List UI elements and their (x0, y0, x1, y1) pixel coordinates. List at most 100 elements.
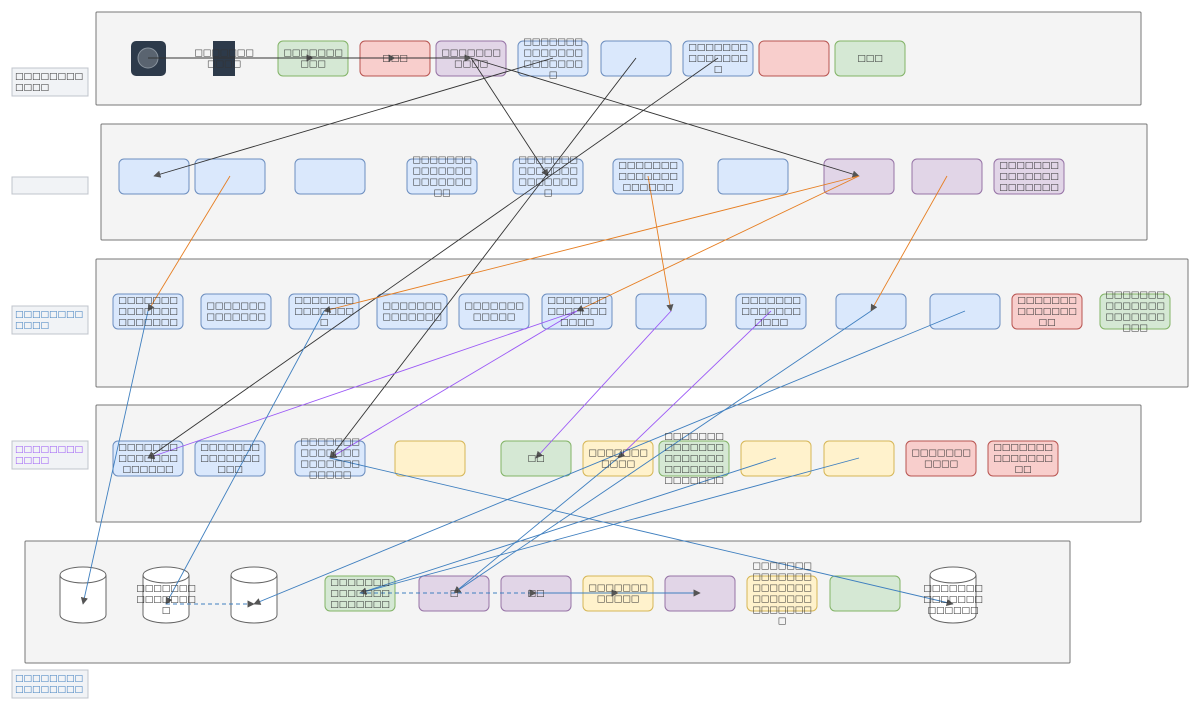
process-box[interactable] (929, 293, 1001, 330)
node-r1-8[interactable] (758, 40, 830, 77)
node-r3-10[interactable] (1011, 293, 1083, 330)
node-label: □□□□□□□□□□□ (441, 49, 501, 70)
node-r2-9[interactable] (993, 158, 1065, 195)
node-r3-3[interactable] (376, 293, 448, 330)
process-box[interactable] (376, 293, 448, 330)
database-icon (929, 575, 977, 624)
edge-arrow (147, 57, 719, 459)
node-label: □□ (527, 589, 544, 599)
node-label: □□□□□□□□□□□□□□□□ (1017, 296, 1077, 328)
node-r1-1[interactable] (213, 41, 235, 76)
lane-label: □□□□□□□□□□□□ (15, 445, 83, 466)
node-r3-11[interactable] (1099, 293, 1171, 330)
edge-arrow (870, 175, 948, 312)
node-label: □ (450, 589, 459, 599)
process-box[interactable] (200, 293, 272, 330)
process-box[interactable] (406, 158, 478, 195)
node-r3-1[interactable] (200, 293, 272, 330)
node-r4-8[interactable] (823, 440, 895, 477)
process-box[interactable] (118, 158, 190, 195)
node-r2-6[interactable] (717, 158, 789, 195)
node-r1-5[interactable] (517, 40, 589, 77)
database-top (59, 566, 107, 584)
node-r2-3[interactable] (406, 158, 478, 195)
process-box[interactable] (194, 440, 266, 477)
node-r2-0[interactable] (118, 158, 190, 195)
node-r5-6[interactable] (582, 575, 654, 612)
edge-arrow (617, 310, 772, 459)
process-box[interactable] (746, 575, 818, 612)
node-r5-4[interactable] (418, 575, 490, 612)
node-label: □□□□□□□□□□□□□□□□□□□□ (923, 584, 983, 616)
node-r2-2[interactable] (294, 158, 366, 195)
node-r4-6[interactable] (658, 440, 730, 477)
lane-label-box (11, 440, 89, 470)
process-box[interactable] (1011, 293, 1083, 330)
lane-label: □□□□□□□□□□□□ (15, 310, 83, 331)
process-box[interactable] (834, 40, 906, 77)
process-box[interactable] (740, 440, 812, 477)
lane-label: □□□□□□□□□□□□□□□□ (15, 674, 83, 695)
node-label: □□□□□□□□□□□ (911, 449, 971, 470)
node-r5-8[interactable] (746, 575, 818, 612)
node-label: □□□□□□□□□□□□□□ (206, 302, 266, 323)
process-box[interactable] (664, 575, 736, 612)
node-r5-0[interactable] (59, 566, 107, 624)
node-r4-3[interactable] (394, 440, 466, 477)
node-label: □□□□□□□□□□□□□□□□□□□□□ (330, 578, 390, 610)
edge-arrow (329, 457, 954, 607)
node-r3-9[interactable] (929, 293, 1001, 330)
edge-arrow (470, 57, 549, 177)
database-top (142, 566, 190, 584)
process-box[interactable] (277, 40, 349, 77)
node-r5-10[interactable] (929, 566, 977, 624)
node-r4-10[interactable] (987, 440, 1059, 477)
process-box[interactable] (905, 440, 977, 477)
node-r4-1[interactable] (194, 440, 266, 477)
process-box[interactable] (658, 440, 730, 477)
node-label: □□□□□□□□□□□□ (464, 302, 524, 323)
node-r1-0[interactable] (131, 41, 166, 76)
process-box[interactable] (758, 40, 830, 77)
node-r3-4[interactable] (458, 293, 530, 330)
process-box[interactable] (582, 575, 654, 612)
edge-arrow (329, 310, 578, 459)
edges (80, 54, 966, 608)
node-r4-7[interactable] (740, 440, 812, 477)
edge-arrow (323, 175, 860, 313)
process-box[interactable] (294, 158, 366, 195)
process-box[interactable] (517, 40, 589, 77)
fork-bar[interactable] (213, 41, 235, 76)
node-label: □□□□□□□□□□□□□□□□□□□□ (118, 443, 178, 475)
process-box[interactable] (458, 293, 530, 330)
node-labels: □□□□□□□□□□□□□□□□□□□□□□□□□□□□□□□□□□□□□□□□… (118, 38, 1165, 627)
process-box[interactable] (987, 440, 1059, 477)
node-label: □□□□□□□□□□ (283, 49, 343, 70)
node-label: □□□□□□□□□□□□□□□ (688, 43, 748, 75)
process-box[interactable] (829, 575, 901, 612)
process-box[interactable] (823, 440, 895, 477)
node-label: □□□□□□□□□□□ (194, 49, 254, 70)
node-r5-9[interactable] (829, 575, 901, 612)
node-label: □□□□□□□□□□□□□□□□□□□□□ (118, 296, 178, 328)
process-box[interactable] (418, 575, 490, 612)
node-r5-2[interactable] (230, 566, 278, 624)
edge-arrow (576, 175, 860, 312)
node-label: □□□□□□□□□□□□□□□ (294, 296, 354, 328)
node-r4-9[interactable] (905, 440, 977, 477)
lane-label-box (11, 669, 89, 699)
edge-arrow (535, 310, 672, 459)
node-r1-2[interactable] (277, 40, 349, 77)
node-r5-7[interactable] (664, 575, 736, 612)
node-r1-9[interactable] (834, 40, 906, 77)
process-box[interactable] (717, 158, 789, 195)
process-box[interactable] (394, 440, 466, 477)
node-label: □□□□□□□□□□□□□□□□□□□□□□ (523, 38, 583, 81)
process-box[interactable] (823, 158, 895, 195)
edge-arrow (147, 175, 231, 312)
node-r2-7[interactable] (823, 158, 895, 195)
node-label: □□ (527, 454, 544, 464)
node-label: □□□□□□□□□□□□□□ (382, 302, 442, 323)
process-box[interactable] (1099, 293, 1171, 330)
process-box[interactable] (993, 158, 1065, 195)
